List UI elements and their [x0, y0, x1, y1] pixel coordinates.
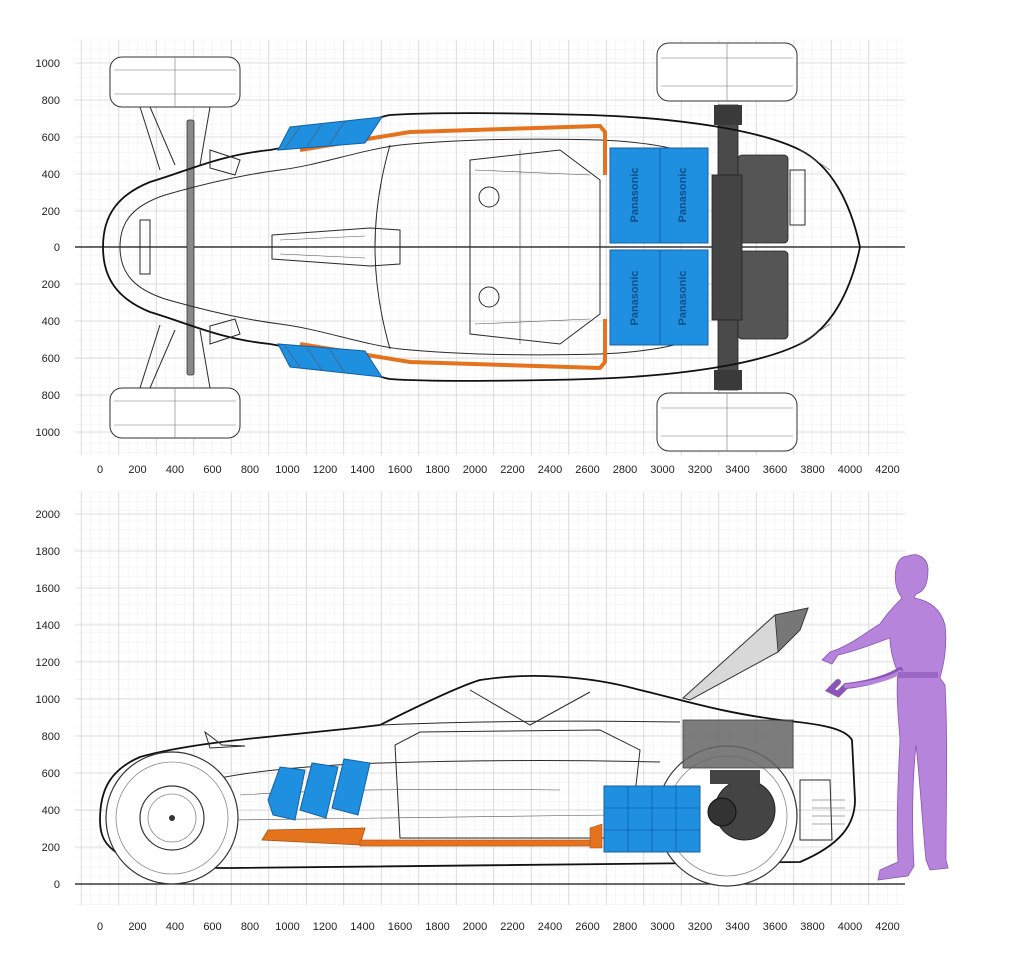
- x-tick-label: 4200: [875, 464, 899, 476]
- x-tick-label: 3400: [725, 464, 749, 476]
- x-tick-label: 1400: [350, 464, 374, 476]
- side-chassis-frame: [261, 823, 603, 849]
- x-tick-label: 2000: [463, 464, 487, 476]
- side-front-battery-modules: [267, 758, 371, 821]
- top-left-sidepod-batteries: [277, 116, 383, 151]
- x-tick-label: 1800: [425, 921, 449, 933]
- x-tick-label: 3000: [650, 464, 674, 476]
- x-tick-label: 400: [166, 921, 184, 933]
- top-front-left-wheel: [109, 56, 241, 108]
- x-tick-label: 2200: [500, 921, 524, 933]
- x-tick-label: 2600: [575, 921, 599, 933]
- x-tick-label: 800: [241, 464, 259, 476]
- x-tick-label: 3800: [800, 464, 824, 476]
- x-tick-label: 2600: [575, 464, 599, 476]
- x-tick-label: 400: [166, 464, 184, 476]
- top-right-sidepod-batteries: [277, 343, 383, 378]
- top-view-x-axis-labels: 0 200 400 600 800 1000 1200 1400 1600 1800 2000 220…: [97, 464, 900, 476]
- top-rear-left-wheel: [656, 42, 798, 102]
- y-tick-label: 1200: [36, 657, 60, 669]
- x-tick-label: 1000: [275, 464, 299, 476]
- side-view-grid: [75, 491, 905, 905]
- y-tick-label: 400: [42, 169, 60, 181]
- x-tick-label: 2400: [538, 464, 562, 476]
- y-tick-label: 400: [42, 316, 60, 328]
- x-tick-label: 1600: [388, 464, 412, 476]
- x-tick-label: 1200: [313, 464, 337, 476]
- x-tick-label: 4200: [875, 921, 899, 933]
- x-tick-label: 2000: [463, 921, 487, 933]
- y-tick-label: 0: [54, 242, 60, 254]
- x-tick-label: 800: [241, 921, 259, 933]
- y-tick-label: 1800: [36, 546, 60, 558]
- top-front-suspension: [139, 106, 211, 389]
- x-tick-label: 1800: [425, 464, 449, 476]
- x-tick-label: 1600: [388, 921, 412, 933]
- top-chassis-frame: [299, 124, 607, 370]
- side-open-hood: [681, 607, 809, 701]
- x-tick-label: 4000: [838, 921, 862, 933]
- scale-reference-person: [821, 554, 949, 881]
- top-rear-battery-pack: Panasonic Panasonic Panasonic Panasonic: [609, 147, 709, 346]
- x-tick-label: 3600: [763, 464, 787, 476]
- x-tick-label: 1200: [313, 921, 337, 933]
- y-tick-label: 1600: [36, 583, 60, 595]
- x-tick-label: 2200: [500, 464, 524, 476]
- y-tick-label: 400: [42, 805, 60, 817]
- y-tick-label: 1000: [36, 427, 60, 439]
- x-tick-label: 3800: [800, 921, 824, 933]
- battery-label-3: Panasonic: [629, 270, 641, 325]
- x-tick-label: 3200: [688, 921, 712, 933]
- y-tick-label: 200: [42, 279, 60, 291]
- y-tick-label: 2000: [36, 509, 60, 521]
- x-tick-label: 2800: [613, 921, 637, 933]
- y-tick-label: 1000: [36, 58, 60, 70]
- x-tick-label: 3200: [688, 464, 712, 476]
- side-front-wheel: [105, 751, 239, 885]
- y-tick-label: 0: [54, 879, 60, 891]
- x-tick-label: 3600: [763, 921, 787, 933]
- battery-label-2: Panasonic: [677, 167, 689, 222]
- x-tick-label: 0: [97, 921, 103, 933]
- side-rear-battery-pack: [603, 785, 701, 853]
- x-tick-label: 4000: [838, 464, 862, 476]
- x-tick-label: 0: [97, 464, 103, 476]
- x-tick-label: 2800: [613, 464, 637, 476]
- top-rear-motor-unit: [711, 154, 789, 340]
- x-tick-label: 600: [203, 464, 221, 476]
- x-tick-label: 600: [203, 921, 221, 933]
- y-tick-label: 600: [42, 353, 60, 365]
- y-tick-label: 600: [42, 768, 60, 780]
- side-view-x-axis-labels: 0 200 400 600 800 1000 1200 1400 1600 1800 2000 220…: [97, 921, 900, 933]
- y-tick-label: 200: [42, 842, 60, 854]
- y-tick-label: 800: [42, 731, 60, 743]
- x-tick-label: 3000: [650, 921, 674, 933]
- top-view-y-axis-labels: 1000 800 600 400 200 0 200 400 600 800 1000: [36, 58, 60, 439]
- battery-label-4: Panasonic: [677, 270, 689, 325]
- x-tick-label: 2400: [538, 921, 562, 933]
- x-tick-label: 1400: [350, 921, 374, 933]
- y-tick-label: 1400: [36, 620, 60, 632]
- y-tick-label: 800: [42, 95, 60, 107]
- x-tick-label: 200: [128, 921, 146, 933]
- battery-label-1: Panasonic: [629, 167, 641, 222]
- x-tick-label: 3400: [725, 921, 749, 933]
- x-tick-label: 200: [128, 464, 146, 476]
- y-tick-label: 600: [42, 132, 60, 144]
- side-rear-motor-block: [682, 719, 794, 784]
- top-front-right-wheel: [109, 387, 241, 439]
- top-rear-right-wheel: [656, 392, 798, 452]
- y-tick-label: 1000: [36, 694, 60, 706]
- y-tick-label: 800: [42, 390, 60, 402]
- x-tick-label: 1000: [275, 921, 299, 933]
- y-tick-label: 200: [42, 206, 60, 218]
